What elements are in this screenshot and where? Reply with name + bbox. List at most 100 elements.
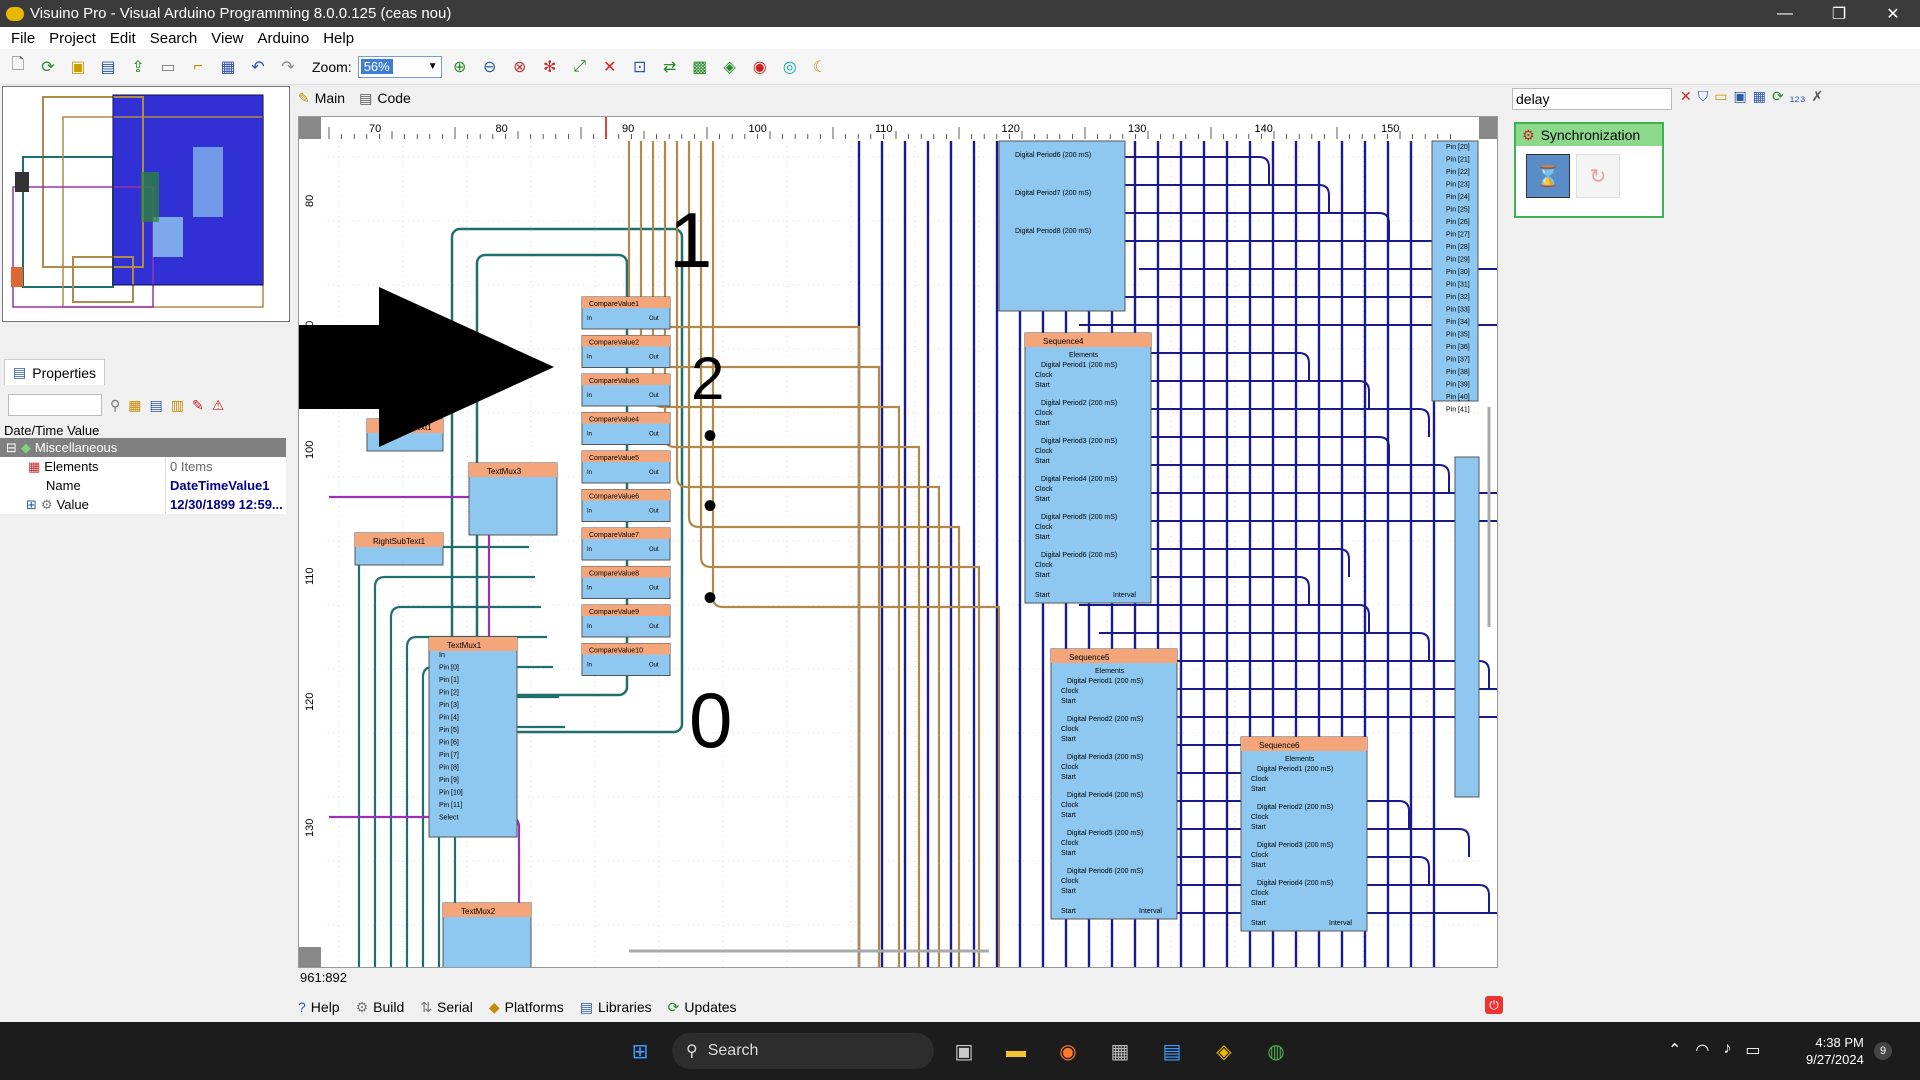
undo-icon[interactable]: ↶ [251, 58, 265, 76]
category-icon[interactable]: ▦ [1752, 88, 1766, 104]
grid-toggle-icon[interactable]: ▦ [220, 58, 236, 76]
sequence5-block[interactable] [1050, 648, 1178, 920]
menu-edit[interactable]: Edit [109, 29, 136, 47]
delay-component-alt-icon[interactable]: ↻ [1576, 154, 1620, 198]
battery-icon[interactable]: ▭ [1745, 1042, 1761, 1059]
zoom-fit-icon[interactable]: ⊗ [512, 58, 527, 76]
tab-build[interactable]: ⚙Build [356, 999, 405, 1016]
chevron-down-icon: ▼ [427, 61, 438, 72]
sequence6-block[interactable] [1240, 736, 1368, 932]
chevron-up-icon[interactable]: ⌃ [1668, 1042, 1682, 1059]
delete-icon[interactable]: ✕ [602, 58, 617, 76]
menu-file[interactable]: File [11, 29, 36, 47]
zoom-in-icon[interactable]: ⊕ [452, 58, 467, 76]
right-edge-block[interactable] [1454, 456, 1480, 798]
tab-libraries[interactable]: ▤Libraries [580, 999, 652, 1016]
export-icon[interactable]: ⇪ [131, 58, 145, 76]
menu-project[interactable]: Project [49, 29, 96, 47]
tab-platforms[interactable]: ◆Platforms [489, 999, 564, 1016]
redo-icon[interactable]: ↷ [281, 58, 295, 76]
delete-pin-icon[interactable]: ⚠ [211, 396, 225, 413]
property-value[interactable]: 12/30/1899 12:59... [170, 497, 283, 512]
zoom-select[interactable]: 56% ▼ [357, 55, 442, 78]
tab-main[interactable]: ✎Main [298, 90, 345, 107]
refresh-icon[interactable]: ⟳ [1771, 88, 1784, 104]
sort-icon[interactable]: ▥ [170, 396, 184, 413]
tab-code[interactable]: ▤Code [359, 90, 411, 107]
delay-component-icon[interactable]: ⌛ [1526, 154, 1570, 198]
sequence4-block[interactable] [1024, 332, 1152, 604]
ruler-toggle-icon[interactable]: ⌐ [193, 57, 203, 75]
zoom-out-icon[interactable]: ⊖ [482, 58, 497, 76]
menu-arduino[interactable]: Arduino [257, 29, 310, 47]
calculator-app-icon[interactable]: ▦ [1110, 1040, 1130, 1063]
properties-search-input[interactable] [8, 394, 102, 416]
open-folder-icon[interactable]: ▣ [70, 58, 86, 76]
board-icon[interactable]: ▩ [692, 58, 708, 76]
wire-teal-loop [450, 227, 684, 734]
maximize-button[interactable]: ❐ [1831, 5, 1847, 23]
arduino-icon[interactable]: ◉ [752, 58, 767, 76]
theme-moon-icon[interactable]: ☾ [812, 58, 827, 76]
menu-help[interactable]: Help [323, 29, 355, 47]
folder-icon[interactable]: ▭ [1714, 88, 1728, 104]
wire-tool-icon[interactable]: ⤢ [573, 57, 587, 75]
tools-icon[interactable]: ✗ [1811, 88, 1824, 104]
expand-icon[interactable]: ▦ [128, 396, 142, 413]
components-icon[interactable]: ✻ [542, 58, 557, 76]
page-icon[interactable]: ▭ [160, 58, 176, 76]
pin-label: Interval [1139, 908, 1162, 915]
diagram-canvas[interactable]: 7080901001101201301401508090100110120130… [298, 116, 1498, 968]
ruler-label-h: 100 [749, 123, 767, 135]
compile-icon[interactable]: ◈ [723, 58, 736, 76]
tab-help[interactable]: ?Help [298, 999, 340, 1015]
open-project-icon[interactable]: ⟳ [41, 58, 55, 76]
volume-icon[interactable]: ♪ [1723, 1040, 1732, 1057]
property-value[interactable]: DateTimeValue1 [170, 478, 270, 493]
sequence-top-block[interactable] [998, 140, 1126, 312]
arduino-ide-icon[interactable]: ◎ [782, 58, 797, 76]
property-row-elements[interactable]: ▦Elements 0 Items [0, 457, 286, 476]
menu-view[interactable]: View [211, 29, 244, 47]
component-search-input[interactable]: delay [1512, 88, 1672, 110]
synchronization-category[interactable]: ⚙ Synchronization ⌛ ↻ [1514, 122, 1664, 218]
pin-icon[interactable]: ✎ [191, 396, 204, 413]
taskbar-search[interactable]: ⚲ Search [672, 1033, 934, 1069]
minimize-button[interactable]: — [1777, 4, 1793, 22]
wifi-icon[interactable]: ◠ [1695, 1042, 1710, 1059]
library-icon[interactable]: ▣ [1733, 88, 1747, 104]
windows-start-icon[interactable]: ⊞ [631, 1040, 649, 1063]
new-file-icon[interactable]: 🗋 [11, 56, 25, 73]
clear-search-icon[interactable]: ✕ [1680, 88, 1692, 104]
upload-icon[interactable]: ⇄ [662, 58, 677, 76]
textmux1-block[interactable] [428, 636, 518, 838]
tab-updates[interactable]: ⟳Updates [668, 999, 737, 1016]
close-button[interactable]: ✕ [1886, 5, 1900, 23]
property-category[interactable]: ⊟◆Miscellaneous [0, 438, 286, 457]
save-icon[interactable]: ▤ [100, 58, 116, 76]
visuino-taskbar-icon[interactable]: ◈ [1216, 1040, 1232, 1063]
power-icon[interactable]: ⏻ [1485, 996, 1503, 1014]
menu-search[interactable]: Search [149, 29, 198, 47]
properties-tab[interactable]: ▤ Properties [4, 359, 106, 385]
inspect-icon[interactable]: ⊡ [632, 58, 647, 76]
property-row-value[interactable]: ⊞⚙Value 12/30/1899 12:59... [0, 495, 286, 514]
chrome-icon[interactable]: ◍ [1267, 1040, 1285, 1063]
expand-toggle-icon[interactable]: ⊞ [26, 496, 37, 512]
tab-serial[interactable]: ⇅Serial [420, 999, 473, 1016]
task-view-icon[interactable]: ▣ [954, 1040, 974, 1063]
right-pin-block[interactable] [1431, 140, 1479, 402]
canvas-minimap[interactable] [2, 86, 290, 322]
collapse-toggle-icon[interactable]: ⊟ [6, 439, 17, 455]
collapse-icon[interactable]: ▤ [149, 396, 163, 413]
numbers-icon[interactable]: ₁₂₃ [1789, 88, 1806, 104]
filter-icon[interactable]: ⛉ [1697, 88, 1709, 104]
property-row-name[interactable]: Name DateTimeValue1 [0, 476, 286, 495]
diagram-svg[interactable]: 7080901001101201301401508090100110120130… [299, 117, 1498, 968]
notification-badge[interactable]: 9 [1874, 1042, 1892, 1060]
filter-icon[interactable]: ⚲ [110, 396, 121, 413]
firefox-icon[interactable]: ◉ [1059, 1040, 1077, 1063]
notepad-icon[interactable]: ▤ [1162, 1040, 1182, 1063]
file-explorer-icon[interactable]: ▬ [1006, 1039, 1026, 1062]
taskbar-clock[interactable]: 4:38 PM 9/27/2024 [1806, 1034, 1864, 1068]
